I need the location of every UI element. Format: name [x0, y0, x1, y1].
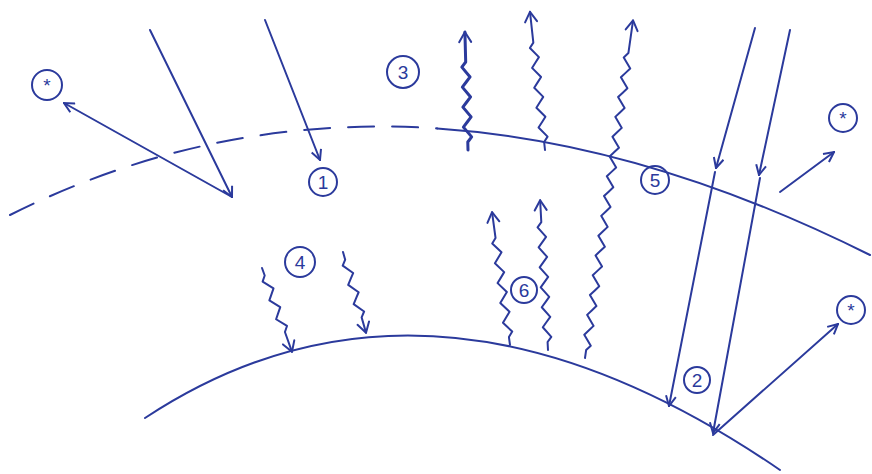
- callout-number: *: [839, 109, 846, 128]
- callout-number: 3: [398, 63, 409, 82]
- callout-circle: [684, 367, 710, 393]
- callout-circle: [511, 277, 537, 303]
- callout-circle: [829, 104, 857, 132]
- solar-ray: [759, 30, 790, 175]
- solar-ray: [713, 178, 760, 433]
- callout-circle: [32, 70, 62, 100]
- callout-circle: [837, 296, 865, 324]
- solar-ray: [265, 20, 320, 160]
- infrared-arrow: [256, 266, 297, 354]
- callout-number: *: [847, 301, 854, 320]
- atmosphere-boundary: [437, 128, 870, 255]
- infrared-arrow: [534, 200, 554, 350]
- callout-number: 6: [519, 281, 530, 300]
- infrared-arrow: [524, 11, 551, 150]
- callout-circle: [309, 168, 337, 196]
- infrared-arrow: [579, 20, 639, 359]
- infrared-arrow: [459, 32, 474, 150]
- reflected-ray: [64, 103, 232, 197]
- infrared-arrow: [486, 211, 516, 345]
- reflected-ray: [780, 152, 834, 192]
- solar-ray: [716, 28, 755, 168]
- atmosphere-boundary: [10, 127, 437, 215]
- callout-number: 2: [692, 371, 703, 390]
- callout-number: 4: [295, 253, 306, 272]
- reflected-ray: [713, 324, 838, 435]
- callout-number: 1: [318, 173, 329, 192]
- callout-number: 5: [650, 171, 661, 190]
- callout-circle: [285, 247, 315, 277]
- callout-circle: [641, 166, 669, 194]
- infrared-arrow: [337, 250, 372, 334]
- solar-ray: [150, 30, 232, 197]
- earth-surface: [145, 335, 780, 470]
- callout-number: *: [43, 76, 50, 95]
- solar-ray: [669, 172, 715, 406]
- callout-circle: [387, 56, 419, 88]
